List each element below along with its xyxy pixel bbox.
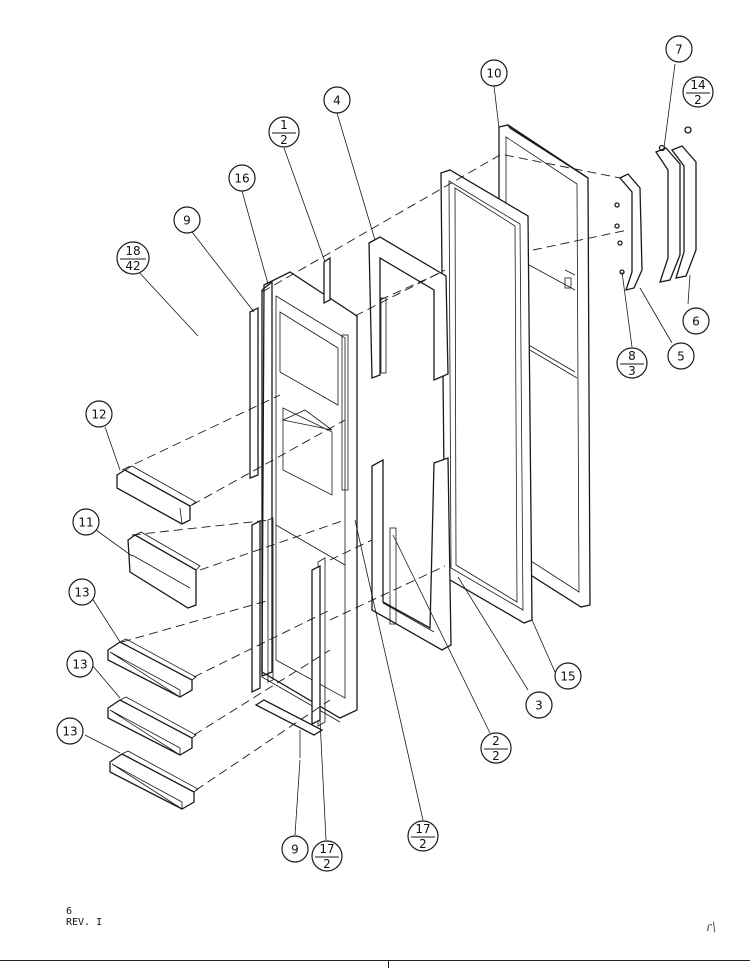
callout-2-over-2-top: 2 (492, 734, 500, 748)
callout-12-label: 12 (91, 408, 106, 422)
callout-14-over-2-top: 14 (690, 78, 705, 92)
callout-9-lower: 9 (281, 835, 309, 863)
revision-label: REV. I (66, 917, 103, 928)
callout-5-label: 5 (677, 350, 685, 364)
bottom-tick (388, 960, 389, 968)
callout-11: 11 (72, 508, 100, 536)
callout-15: 15 (554, 662, 582, 690)
callout-10: 10 (480, 59, 508, 87)
callout-2-over-2-bottom: 2 (492, 749, 500, 763)
callout-7: 7 (665, 35, 693, 63)
bottom-rule (0, 960, 750, 961)
callout-13-second-label: 13 (72, 658, 87, 672)
leader-lines (84, 63, 691, 841)
callout-13-second: 13 (66, 650, 94, 678)
callout-13-third: 13 (56, 717, 84, 745)
callout-13-third-label: 13 (62, 725, 77, 739)
door-handle-assembly (614, 126, 697, 291)
callout-9-lower-label: 9 (291, 843, 299, 857)
corner-mark: ɾ\ (706, 920, 717, 935)
callout-13-first: 13 (68, 578, 96, 606)
callout-8-over-3-bottom: 3 (628, 364, 636, 378)
dispenser-liner (261, 271, 358, 727)
callout-3-label: 3 (535, 699, 543, 713)
callout-6: 6 (682, 307, 710, 335)
callout-17-over-2-right-bottom: 2 (419, 837, 427, 851)
callout-1-over-2-top: 1 (280, 118, 288, 132)
callout-9-upper-label: 9 (183, 214, 191, 228)
callout-14-over-2-bottom: 2 (694, 93, 702, 107)
page-footer: 6 REV. I (66, 906, 102, 928)
bottom-trim-strip (254, 699, 324, 758)
page-number: 6 (66, 906, 73, 917)
callout-13-first-label: 13 (74, 586, 89, 600)
callout-12: 12 (85, 400, 113, 428)
callout-6-label: 6 (692, 315, 700, 329)
callout-10-label: 10 (486, 67, 501, 81)
breaker-strips (249, 256, 331, 726)
callout-16: 16 (228, 164, 256, 192)
callout-17-over-2-left-bottom: 2 (323, 857, 331, 871)
callout-3: 3 (525, 691, 553, 719)
door-bins (107, 465, 201, 810)
callout-17-over-2-left: 17 2 (311, 840, 343, 872)
callout-4: 4 (323, 86, 351, 114)
callout-5: 5 (667, 342, 695, 370)
callout-14-over-2: 14 2 (682, 76, 714, 108)
callout-16-label: 16 (234, 172, 249, 186)
callout-8-over-3-top: 8 (628, 349, 636, 363)
callout-11-label: 11 (78, 516, 93, 530)
callout-8-over-3: 8 3 (616, 347, 648, 379)
callout-18-over-42: 18 42 (116, 241, 150, 275)
callout-18-over-42-bottom: 42 (125, 259, 140, 273)
callout-1-over-2-bottom: 2 (280, 133, 288, 147)
callout-18-over-42-top: 18 (125, 244, 140, 258)
callout-17-over-2-right-top: 17 (415, 822, 430, 836)
callout-2-over-2: 2 2 (480, 732, 512, 764)
callout-9-upper: 9 (173, 206, 201, 234)
callout-7-label: 7 (675, 43, 683, 57)
alignment-lines (121, 154, 629, 791)
callout-15-label: 15 (560, 670, 575, 684)
callout-17-over-2-right: 17 2 (407, 820, 439, 852)
door-gasket-frame (440, 169, 533, 624)
callout-1-over-2: 1 2 (268, 116, 300, 148)
callout-4-label: 4 (333, 94, 341, 108)
callout-17-over-2-left-top: 17 (319, 842, 334, 856)
